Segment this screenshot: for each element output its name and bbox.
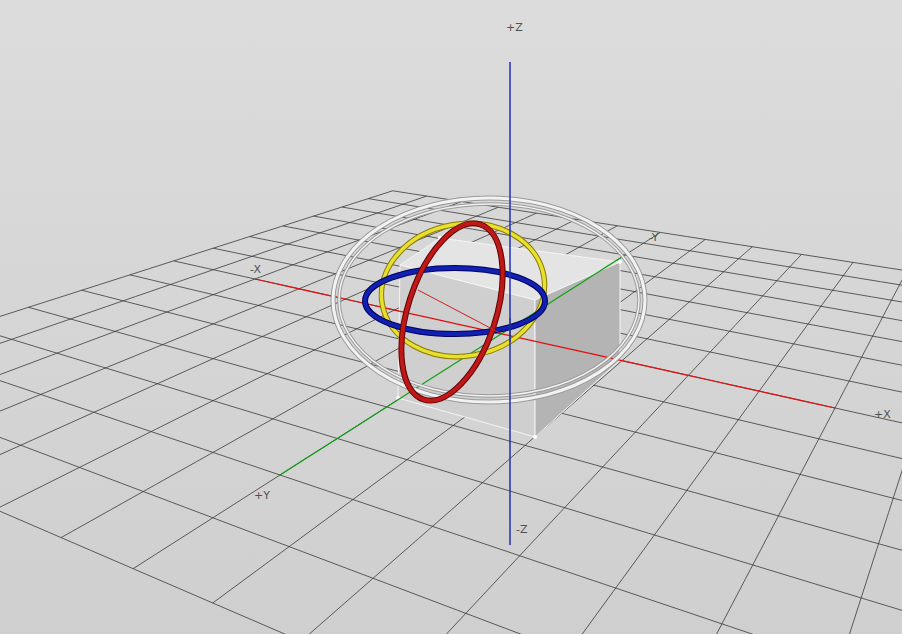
ring-outline	[365, 268, 545, 334]
floor-grid	[0, 191, 902, 634]
grid-line	[781, 280, 902, 634]
axis-label: +X	[873, 408, 892, 421]
blue-ring	[365, 268, 545, 334]
cube-face	[535, 262, 620, 437]
axis-label: -X	[249, 263, 262, 276]
vertex-dot	[618, 260, 622, 264]
rotation-gizmo	[333, 198, 645, 413]
grid-line	[0, 399, 902, 634]
grid-line	[174, 261, 902, 446]
grid-line	[637, 271, 902, 634]
grid-line	[213, 239, 706, 603]
z-axis	[509, 62, 511, 545]
red-ring	[382, 211, 523, 413]
axis-label: +Y	[253, 489, 271, 502]
grid-line	[511, 262, 853, 634]
ring-outline	[382, 211, 523, 413]
axis-label: -Y	[648, 231, 659, 244]
ring-band	[382, 211, 523, 413]
axis-label: -Z	[515, 523, 529, 536]
axis-label: +Z	[505, 21, 524, 34]
vertex-dot	[533, 435, 537, 439]
x-axis-inner	[418, 290, 501, 334]
ring-band	[365, 268, 545, 334]
